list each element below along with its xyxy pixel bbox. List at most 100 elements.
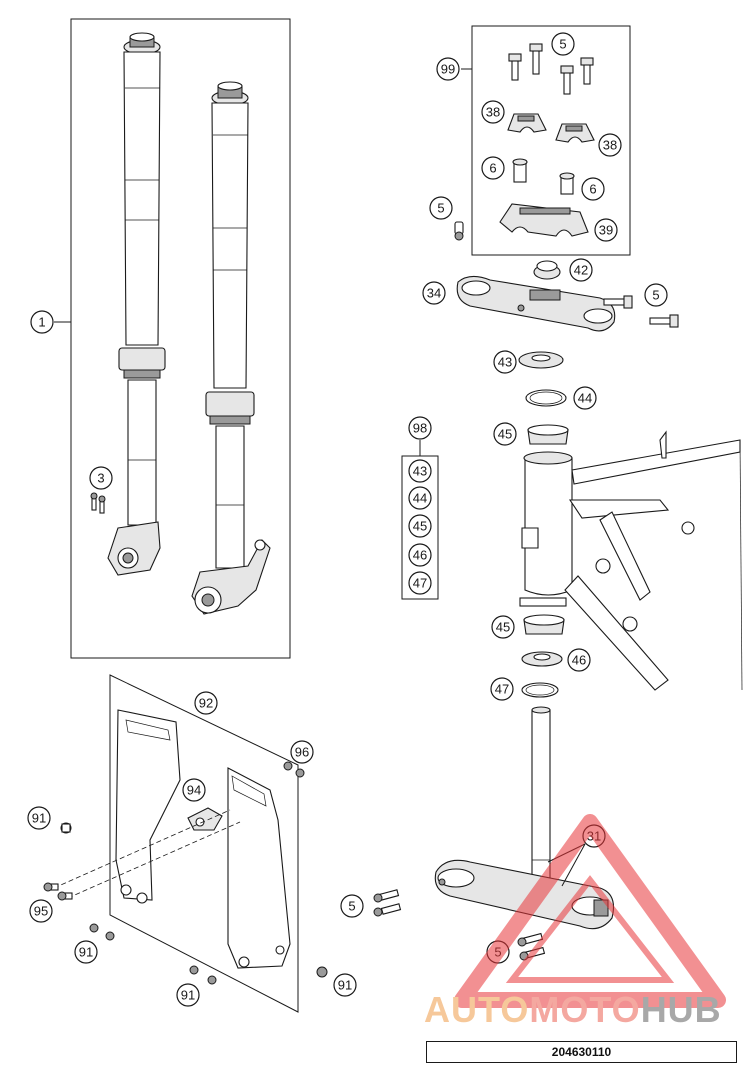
bushing-6-right [559, 172, 575, 195]
fork-guard-right [227, 767, 291, 969]
callout-5-left: 5 [429, 196, 453, 220]
svg-text:45: 45 [498, 427, 512, 442]
svg-text:47: 47 [413, 576, 427, 591]
bolt-5-left [454, 221, 464, 241]
svg-text:43: 43 [413, 464, 427, 479]
svg-text:47: 47 [495, 682, 509, 697]
svg-text:3: 3 [97, 471, 104, 486]
fork-guard-sheet [109, 674, 299, 1013]
screws-91-c [189, 965, 217, 985]
callout-91-a: 91 [27, 806, 51, 830]
callout-91-d: 91 [333, 973, 357, 997]
watermark-text: AUTOMOTOHUB [424, 992, 722, 1028]
svg-text:96: 96 [295, 745, 309, 760]
svg-text:38: 38 [603, 138, 617, 153]
long-bolts-95 [43, 882, 73, 901]
svg-text:34: 34 [427, 286, 441, 301]
svg-text:6: 6 [489, 161, 496, 176]
screw-91-a [60, 822, 72, 834]
callout-46: 46 [567, 648, 591, 672]
svg-text:94: 94 [187, 783, 201, 798]
screw-91-d [316, 966, 328, 978]
frame-head-tube [519, 451, 573, 607]
callout-43: 43 [493, 350, 517, 374]
svg-text:91: 91 [32, 811, 46, 826]
fork-group-box [70, 18, 291, 659]
svg-text:91: 91 [338, 978, 352, 993]
callout-98-47: 47 [408, 571, 432, 595]
callout-5-top: 5 [551, 32, 575, 56]
svg-text:91: 91 [79, 945, 93, 960]
svg-text:38: 38 [486, 105, 500, 120]
svg-text:39: 39 [599, 223, 613, 238]
callout-45-top: 45 [493, 422, 517, 446]
svg-text:5: 5 [437, 201, 444, 216]
bushing-6-left [512, 158, 528, 183]
drawing-number-text: 204630110 [551, 1045, 612, 1059]
callout-98: 98 [408, 416, 432, 440]
o-ring-47 [521, 682, 559, 698]
svg-text:5: 5 [348, 899, 355, 914]
fork-screws-3 [90, 492, 106, 514]
upper-triple-clamp-34 [456, 275, 616, 332]
watermark-logo [454, 814, 726, 1008]
callout-98-43: 43 [408, 459, 432, 483]
svg-text:46: 46 [413, 548, 427, 563]
callout-91-c: 91 [176, 983, 200, 1007]
callout-96: 96 [290, 740, 314, 764]
svg-text:98: 98 [413, 421, 427, 436]
svg-text:45: 45 [413, 519, 427, 534]
clamp-group-box [471, 25, 631, 256]
svg-text:46: 46 [572, 653, 586, 668]
nut-42 [533, 260, 561, 280]
callout-94: 94 [182, 778, 206, 802]
drawing-number: 204630110 [426, 1041, 737, 1063]
svg-text:95: 95 [34, 904, 48, 919]
callout-47: 47 [490, 677, 514, 701]
fork-guard-left [115, 709, 181, 904]
callout-42: 42 [569, 258, 593, 282]
watermark-hub: HUB [640, 989, 722, 1030]
bearing-45-bottom [523, 614, 565, 635]
callout-1: 1 [30, 310, 54, 334]
callout-99: 99 [436, 57, 472, 81]
callout-45-bottom: 45 [491, 615, 515, 639]
svg-text:45: 45 [496, 620, 510, 635]
callout-98-45: 45 [408, 514, 432, 538]
bearing-45-top [527, 424, 569, 445]
svg-text:92: 92 [199, 696, 213, 711]
o-ring-44 [525, 389, 567, 407]
steering-stem-31 [531, 706, 551, 881]
guard-bolts-5 [373, 889, 402, 917]
watermark-auto: AUTO [424, 989, 530, 1030]
frame-tubes [564, 430, 743, 691]
guard-bolt-lines [53, 809, 241, 899]
callout-38-a: 38 [481, 100, 505, 124]
svg-text:42: 42 [574, 263, 588, 278]
fork-leg-right [191, 81, 271, 615]
svg-text:1: 1 [38, 315, 45, 330]
callout-95: 95 [29, 899, 53, 923]
kit-98-box [401, 440, 439, 600]
nuts-96 [283, 761, 305, 778]
callout-6-a: 6 [481, 156, 505, 180]
lower-clamp-39 [499, 203, 589, 237]
callout-98-44: 44 [408, 486, 432, 510]
clamp-bolts-5 [508, 43, 594, 95]
callout-34: 34 [422, 281, 446, 305]
callout-39: 39 [594, 218, 618, 242]
callout-92: 92 [194, 691, 218, 715]
svg-text:91: 91 [181, 988, 195, 1003]
callout-38-b: 38 [598, 133, 622, 157]
svg-text:99: 99 [441, 62, 455, 77]
svg-text:44: 44 [413, 491, 427, 506]
dust-seal-43 [518, 351, 564, 369]
clamp-bolts-5-right [603, 295, 679, 328]
screws-91-b [89, 923, 115, 941]
seal-46 [521, 651, 563, 667]
callout-98-46: 46 [408, 543, 432, 567]
svg-text:6: 6 [589, 182, 596, 197]
callout-5-guard: 5 [340, 894, 364, 918]
callout-3: 3 [89, 466, 113, 490]
